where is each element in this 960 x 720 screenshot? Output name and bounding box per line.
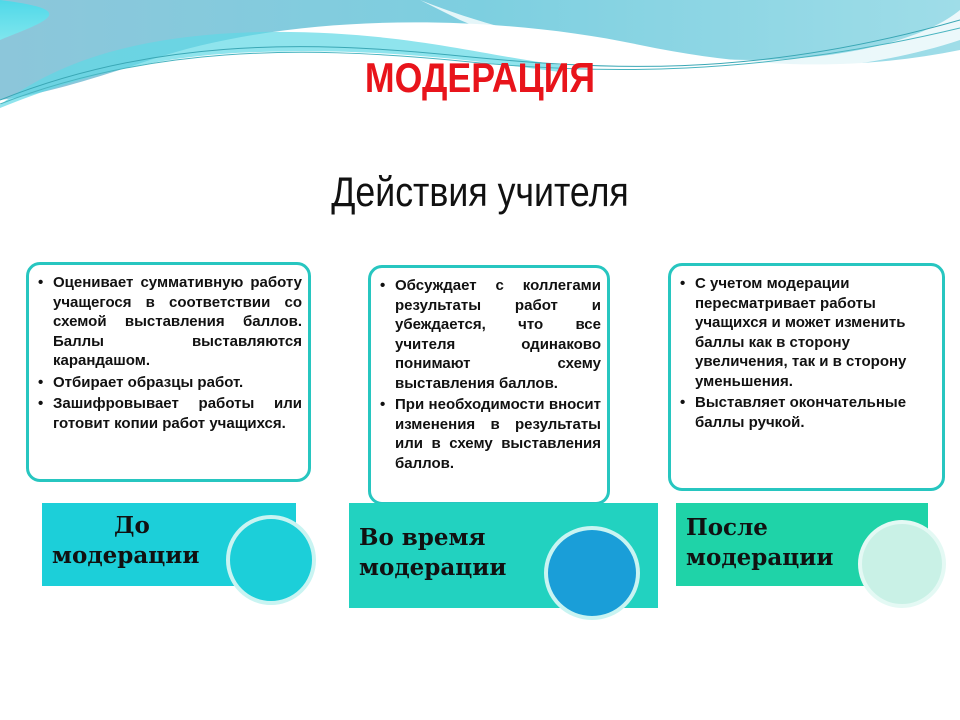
list-item: С учетом модерации пересматривает работы… (680, 274, 936, 391)
before-moderation-label: До модерации (42, 503, 296, 586)
label-line: Во время (359, 524, 486, 551)
after-moderation-panel: С учетом модерации пересматривает работы… (668, 263, 945, 491)
circle-decoration (226, 515, 316, 605)
list-item: Зашифровывает работы или готовит копии р… (38, 394, 302, 433)
during-moderation-panel: Обсуждает с коллегами результаты работ и… (368, 265, 610, 505)
label-line: До (114, 512, 150, 539)
label-line: модерации (52, 542, 200, 569)
after-moderation-label: После модерации (676, 503, 928, 586)
slide-title: МОДЕРАЦИЯ (364, 54, 596, 101)
label-line: После (686, 514, 768, 541)
circle-decoration (858, 520, 946, 608)
before-moderation-panel: Оценивает суммативную работу учащегося в… (26, 262, 311, 482)
list-item: Отбирает образцы работ. (38, 373, 302, 393)
list-item: Выставляет окончательные баллы ручкой. (680, 393, 936, 432)
slide-subtitle: Действия учителя (331, 168, 629, 215)
circle-decoration (544, 526, 640, 620)
list-item: При необходимости вносит изменения в рез… (380, 395, 601, 473)
list-item: Оценивает суммативную работу учащегося в… (38, 273, 302, 371)
list-item: Обсуждает с коллегами результаты работ и… (380, 276, 601, 393)
label-line: модерации (359, 554, 507, 581)
label-line: модерации (686, 544, 834, 571)
